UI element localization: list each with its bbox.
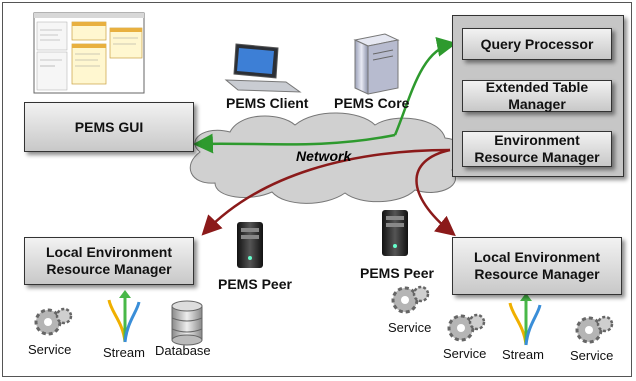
red-arrow-erm-local-right: [415, 148, 456, 237]
stream-label-right: Stream: [502, 347, 544, 362]
pems-client-label: PEMS Client: [226, 95, 309, 111]
pems-peer-right-label: PEMS Peer: [360, 265, 434, 281]
gear-icon: [391, 285, 430, 314]
red-arrow-erm-local-left: [201, 148, 451, 236]
database-label: Database: [155, 343, 211, 358]
local-erm-left-box: Local Environment Resource Manager: [24, 237, 194, 285]
service-label-left: Service: [28, 342, 72, 357]
gear-icon: [34, 307, 73, 336]
service-label-right-3: Service: [570, 348, 614, 363]
query-processor-box: Query Processor: [462, 28, 612, 60]
gui-screenshot-thumbnail: [33, 12, 145, 94]
service-label-right-2: Service: [443, 346, 487, 361]
green-arrow-gui-network: [193, 133, 396, 154]
pems-peer-left-label: PEMS Peer: [218, 276, 292, 292]
gear-icon: [575, 315, 614, 344]
green-arrow-network-query: [393, 36, 457, 136]
stream-icon: [508, 293, 542, 346]
laptop-icon: [224, 43, 302, 93]
peer-server-right-icon: [382, 210, 408, 256]
environment-resource-manager-box: Environment Resource Manager: [462, 131, 612, 167]
gear-icon: [447, 313, 486, 342]
stream-label-left: Stream: [103, 345, 145, 360]
local-erm-right-box: Local Environment Resource Manager: [452, 237, 622, 295]
database-icon: [171, 300, 203, 346]
diagram-frame: [2, 2, 632, 377]
server-icon: [353, 33, 400, 95]
peer-server-left-icon: [237, 222, 263, 268]
stream-icon: [107, 290, 141, 343]
network-label: Network: [296, 148, 352, 164]
service-label-right-1: Service: [388, 320, 432, 335]
pems-gui-box: PEMS GUI: [24, 102, 194, 152]
extended-table-manager-box: Extended Table Manager: [462, 79, 612, 112]
pems-core-label: PEMS Core: [334, 95, 410, 111]
